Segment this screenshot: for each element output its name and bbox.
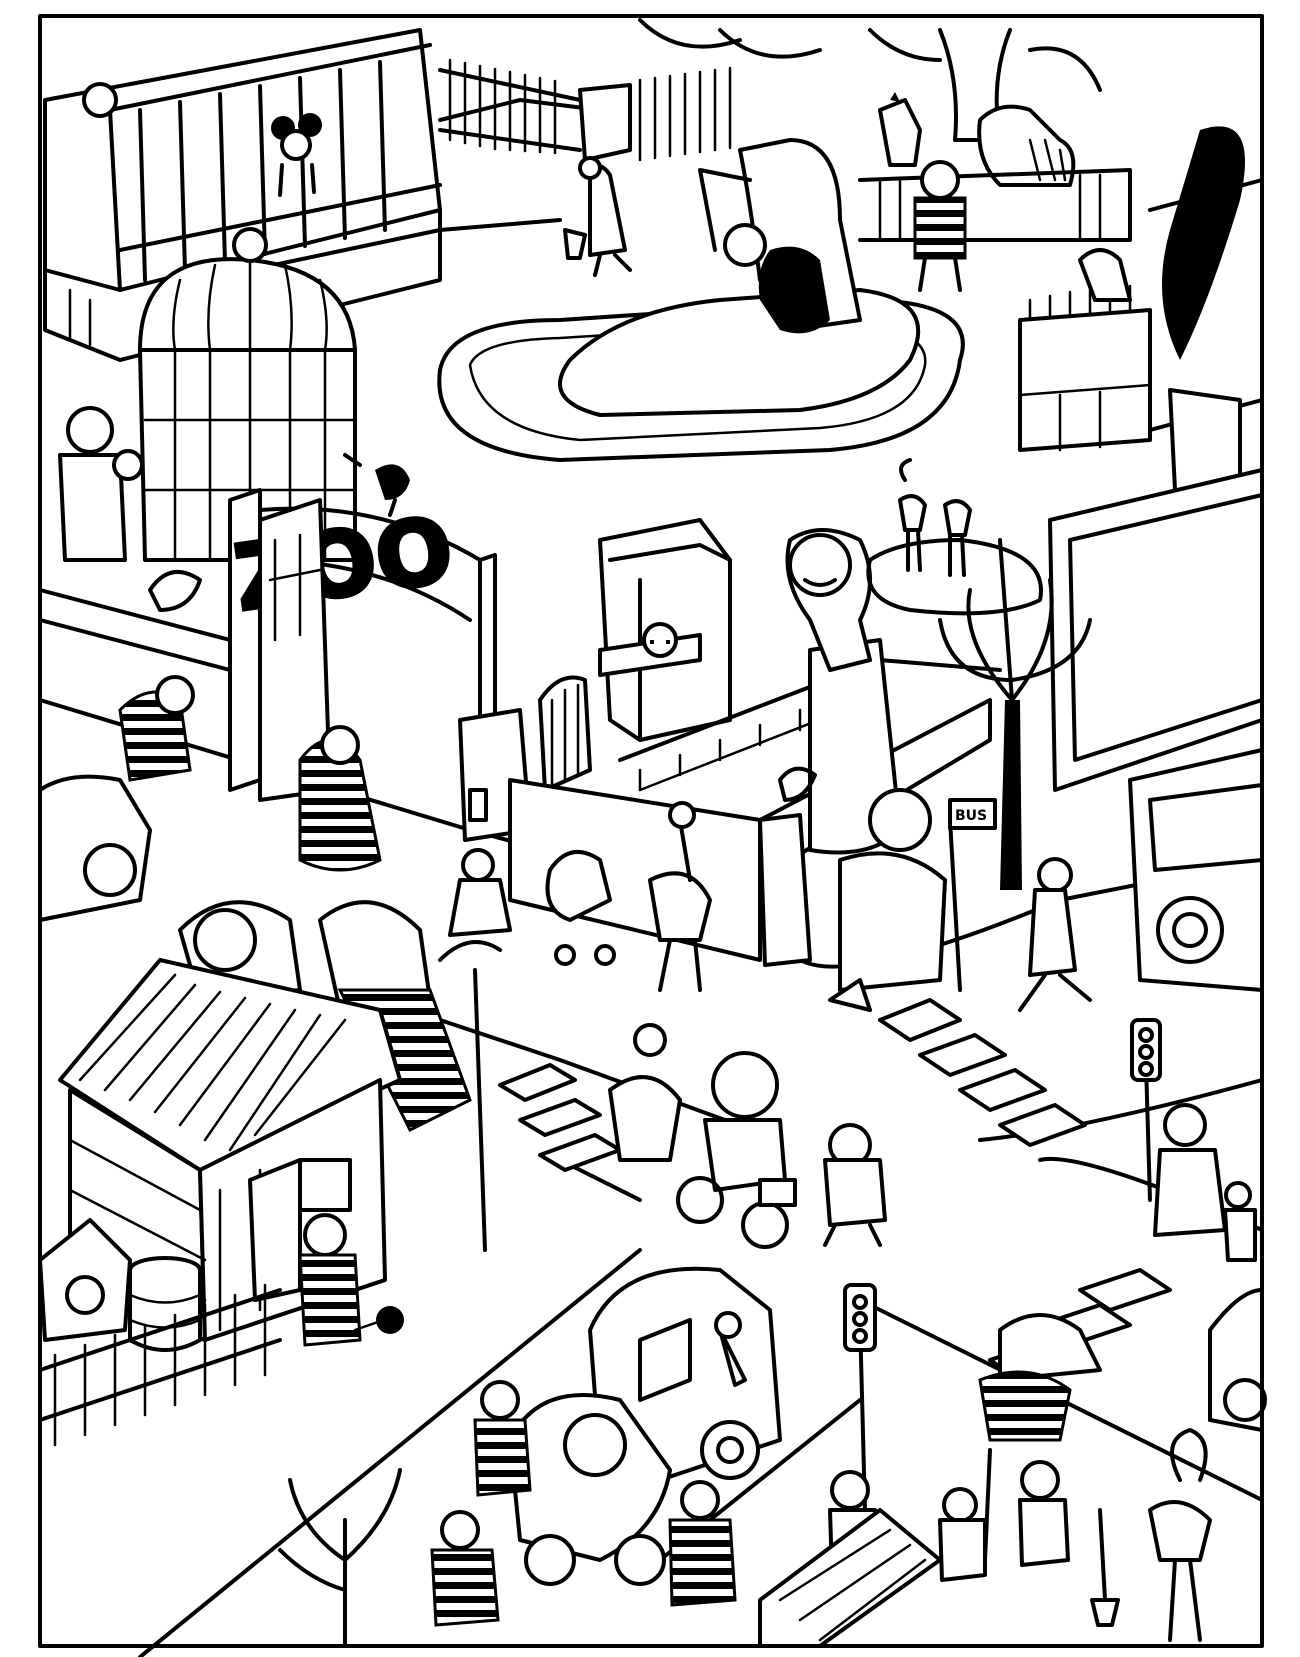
horse-icon bbox=[878, 92, 922, 167]
traffic-light-icon bbox=[843, 1283, 877, 1512]
crosswalk-left bbox=[498, 1063, 622, 1172]
escaped-convict-icon bbox=[473, 1380, 532, 1497]
picket-fence-top bbox=[438, 58, 732, 162]
fence-right-enclosure bbox=[858, 126, 1264, 502]
police-officer-icon bbox=[828, 788, 947, 1012]
escaped-convict-icon bbox=[298, 725, 382, 872]
car-right bbox=[1208, 1288, 1267, 1432]
escaped-convict-icon bbox=[913, 160, 967, 292]
ticket-booth bbox=[598, 518, 732, 742]
billboard bbox=[1048, 468, 1264, 792]
flamingo-icon bbox=[1148, 1428, 1212, 1642]
flamingo-icon bbox=[866, 458, 1043, 616]
traffic-light-icon bbox=[1130, 1018, 1162, 1202]
wood-fence-left bbox=[38, 588, 232, 672]
woman-running bbox=[1018, 857, 1092, 1012]
escaped-convict-icon bbox=[298, 1213, 404, 1347]
bus-sign-text: BUS bbox=[955, 808, 987, 824]
animal-cage-building bbox=[43, 28, 442, 362]
mouse-in-cage bbox=[271, 113, 322, 197]
shovel bbox=[1090, 1508, 1120, 1627]
crosswalk-upper bbox=[878, 998, 1087, 1147]
bird-icon bbox=[343, 453, 410, 517]
bus-stop-sign: BUS bbox=[948, 798, 997, 992]
man-walking-dog bbox=[563, 156, 632, 277]
bus-icon bbox=[1128, 748, 1264, 992]
lady-with-child bbox=[1153, 1103, 1257, 1262]
sapling-tree bbox=[278, 1468, 402, 1648]
police-officer-icon bbox=[823, 1123, 887, 1247]
hippo-dancer bbox=[978, 1313, 1102, 1442]
little-girl-running bbox=[448, 848, 512, 937]
visitor-with-glasses bbox=[58, 406, 144, 562]
zoo-gate[interactable] bbox=[538, 675, 592, 792]
bush-decoration bbox=[148, 570, 817, 802]
turtle-pedestrian bbox=[608, 1023, 682, 1162]
car-left bbox=[38, 774, 152, 922]
doghouse-icon bbox=[38, 1218, 132, 1342]
lamp-post bbox=[438, 940, 502, 1252]
goat-icon bbox=[1078, 248, 1132, 302]
picket-fence-bottom bbox=[38, 1283, 282, 1447]
ticket-door bbox=[258, 498, 332, 802]
gorilla-icon bbox=[558, 138, 921, 417]
escaped-convict-icon bbox=[118, 675, 195, 782]
wooden-shack bbox=[58, 958, 402, 1342]
cyclist bbox=[676, 1051, 797, 1249]
brick-pile bbox=[758, 1508, 942, 1648]
ostrich-with-stroller bbox=[545, 801, 712, 992]
escaped-convict-icon bbox=[430, 1510, 500, 1627]
tree-middle bbox=[938, 538, 1092, 890]
escaped-convict-icon bbox=[668, 1480, 737, 1607]
vintage-car bbox=[508, 1393, 672, 1586]
zoo-dome-cage bbox=[138, 227, 357, 562]
